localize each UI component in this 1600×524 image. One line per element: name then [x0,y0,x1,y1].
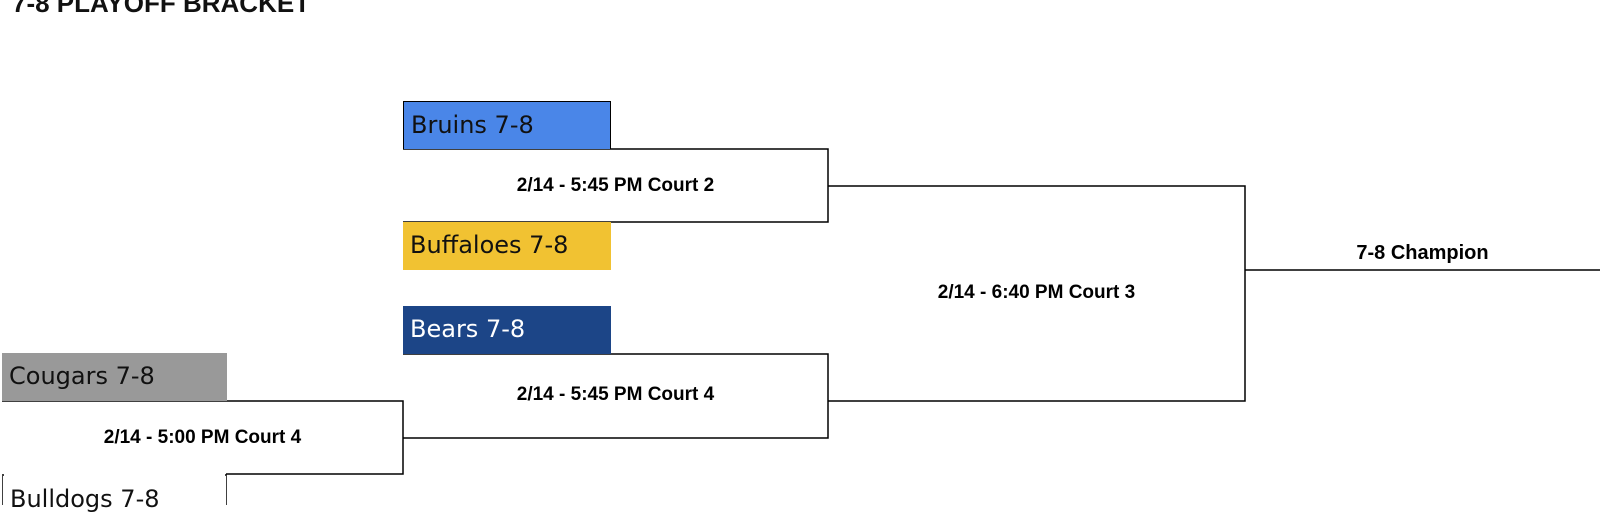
bracket-line-final [828,185,1246,402]
team-bruins: Bruins 7-8 [403,101,611,149]
bracket-line-game-c [2,400,404,475]
game-label-game-c: 2/14 - 5:00 PM Court 4 [103,427,302,448]
team-cougars: Cougars 7-8 [2,353,227,401]
game-label-final: 2/14 - 6:40 PM Court 3 [937,282,1136,303]
bracket-line-game-b [403,353,829,439]
team-bears: Bears 7-8 [403,306,611,354]
champion-label: 7-8 Champion [1356,242,1489,264]
game-label-game-b: 2/14 - 5:45 PM Court 4 [516,384,715,405]
team-buffaloes: Buffaloes 7-8 [403,222,611,270]
game-label-game-a: 2/14 - 5:45 PM Court 2 [516,175,715,196]
team-bulldogs: Bulldogs 7-8 [3,476,226,524]
bracket-lines [2,148,1600,505]
page-title: 7-8 PLAYOFF BRACKET [12,0,311,18]
